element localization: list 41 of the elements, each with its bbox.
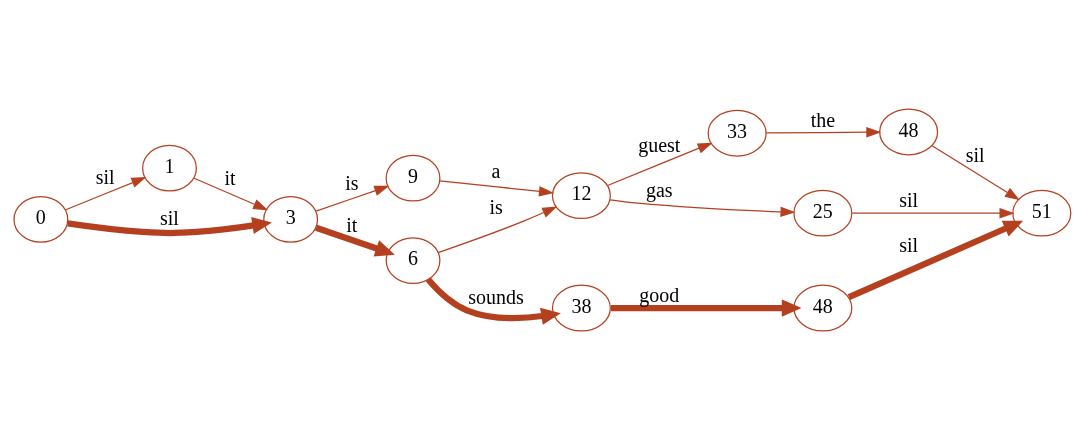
arrow [65, 176, 147, 210]
edge-label: a [491, 159, 501, 182]
arrow [439, 179, 554, 197]
node-ellipse: 6 [385, 236, 441, 284]
arrow [67, 216, 272, 236]
node-ellipse: 38 [551, 284, 611, 331]
node-ellipse: 12 [551, 171, 611, 219]
edge-label: it [224, 166, 236, 189]
arrow [931, 144, 1020, 200]
edge-label: sil [160, 206, 179, 229]
edge-label: good [639, 283, 680, 306]
edge-label: sil [95, 165, 115, 188]
edge-label: sil [899, 233, 919, 256]
edge-label: gas [645, 178, 673, 201]
node-ellipse: 25 [793, 189, 853, 237]
arrow [425, 277, 561, 325]
arrow [193, 177, 269, 210]
arrow [851, 207, 1015, 218]
arrow [765, 126, 882, 137]
arrow [607, 142, 713, 186]
arrow [315, 185, 390, 212]
edge-label: is [345, 171, 359, 194]
node-ellipse: 3 [263, 195, 319, 243]
node-ellipse: 1 [142, 144, 197, 192]
node-ellipse: 51 [1012, 189, 1072, 237]
arrow [315, 224, 395, 257]
node-ellipse: 9 [385, 154, 441, 202]
edge-label: sil [899, 188, 919, 211]
edge-label: is [489, 195, 503, 218]
arrow [847, 220, 1024, 300]
node-ellipse: 48 [793, 284, 853, 331]
arrow [437, 205, 558, 253]
node-ellipse: 0 [13, 195, 69, 243]
edge-label: sounds [468, 285, 524, 308]
node-ellipse: 33 [707, 109, 767, 157]
edge-label: sil [965, 143, 985, 166]
edge-label: it [346, 213, 358, 236]
node-ellipse: 48 [879, 108, 939, 155]
arrow [609, 198, 796, 217]
edge-label: guest [638, 133, 681, 156]
edge-label: the [810, 108, 836, 131]
